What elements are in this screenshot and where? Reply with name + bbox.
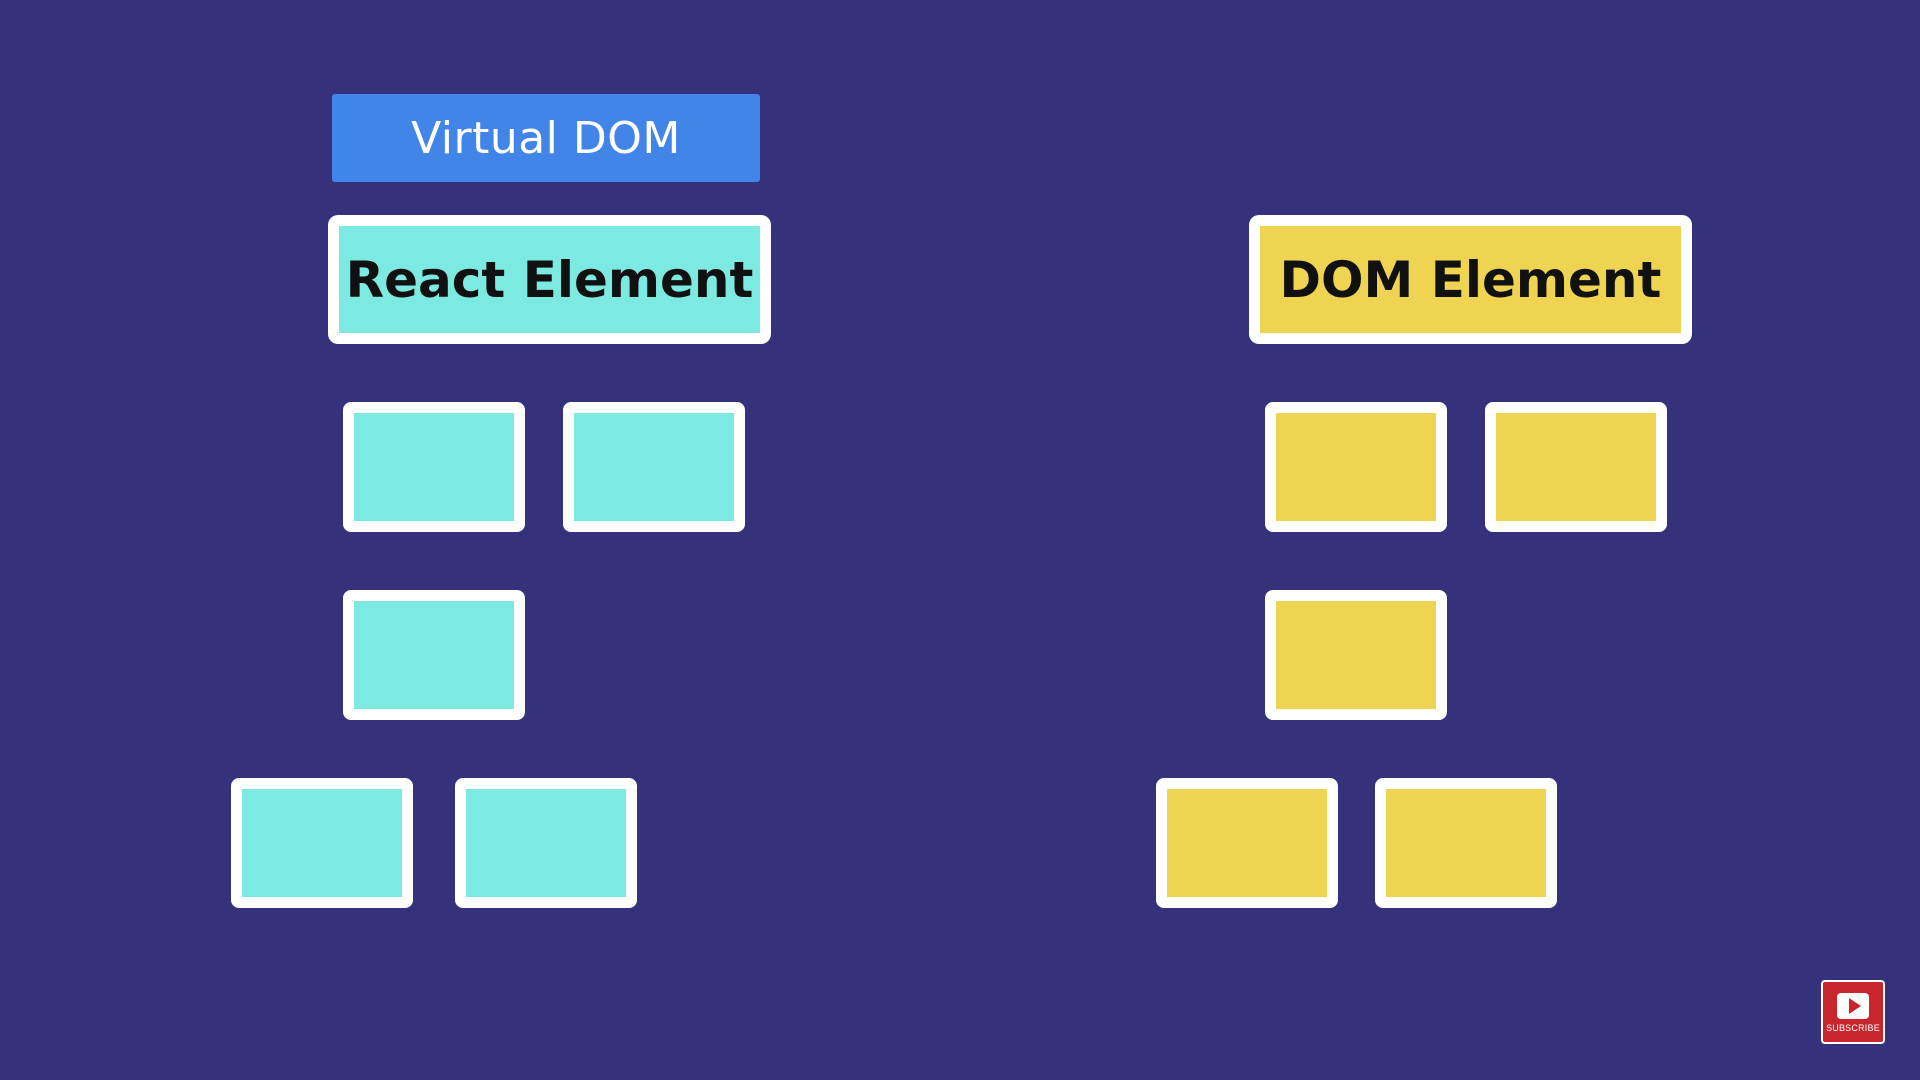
subscribe-button[interactable]: SUBSCRIBE (1821, 980, 1885, 1044)
dom-node (1156, 778, 1338, 908)
dom-element-box: DOM Element (1249, 215, 1692, 344)
react-node (563, 402, 745, 532)
dom-node (1375, 778, 1557, 908)
virtual-dom-label: Virtual DOM (332, 94, 760, 182)
react-node (231, 778, 413, 908)
dom-element-label: DOM Element (1279, 250, 1662, 309)
play-icon (1837, 993, 1869, 1019)
subscribe-label: SUBSCRIBE (1826, 1023, 1880, 1033)
react-element-label: React Element (345, 250, 754, 309)
virtual-dom-label-text: Virtual DOM (411, 112, 681, 164)
react-element-box: React Element (328, 215, 771, 344)
react-node (343, 590, 525, 720)
dom-node (1265, 590, 1447, 720)
dom-node (1485, 402, 1667, 532)
react-node (343, 402, 525, 532)
dom-node (1265, 402, 1447, 532)
react-node (455, 778, 637, 908)
